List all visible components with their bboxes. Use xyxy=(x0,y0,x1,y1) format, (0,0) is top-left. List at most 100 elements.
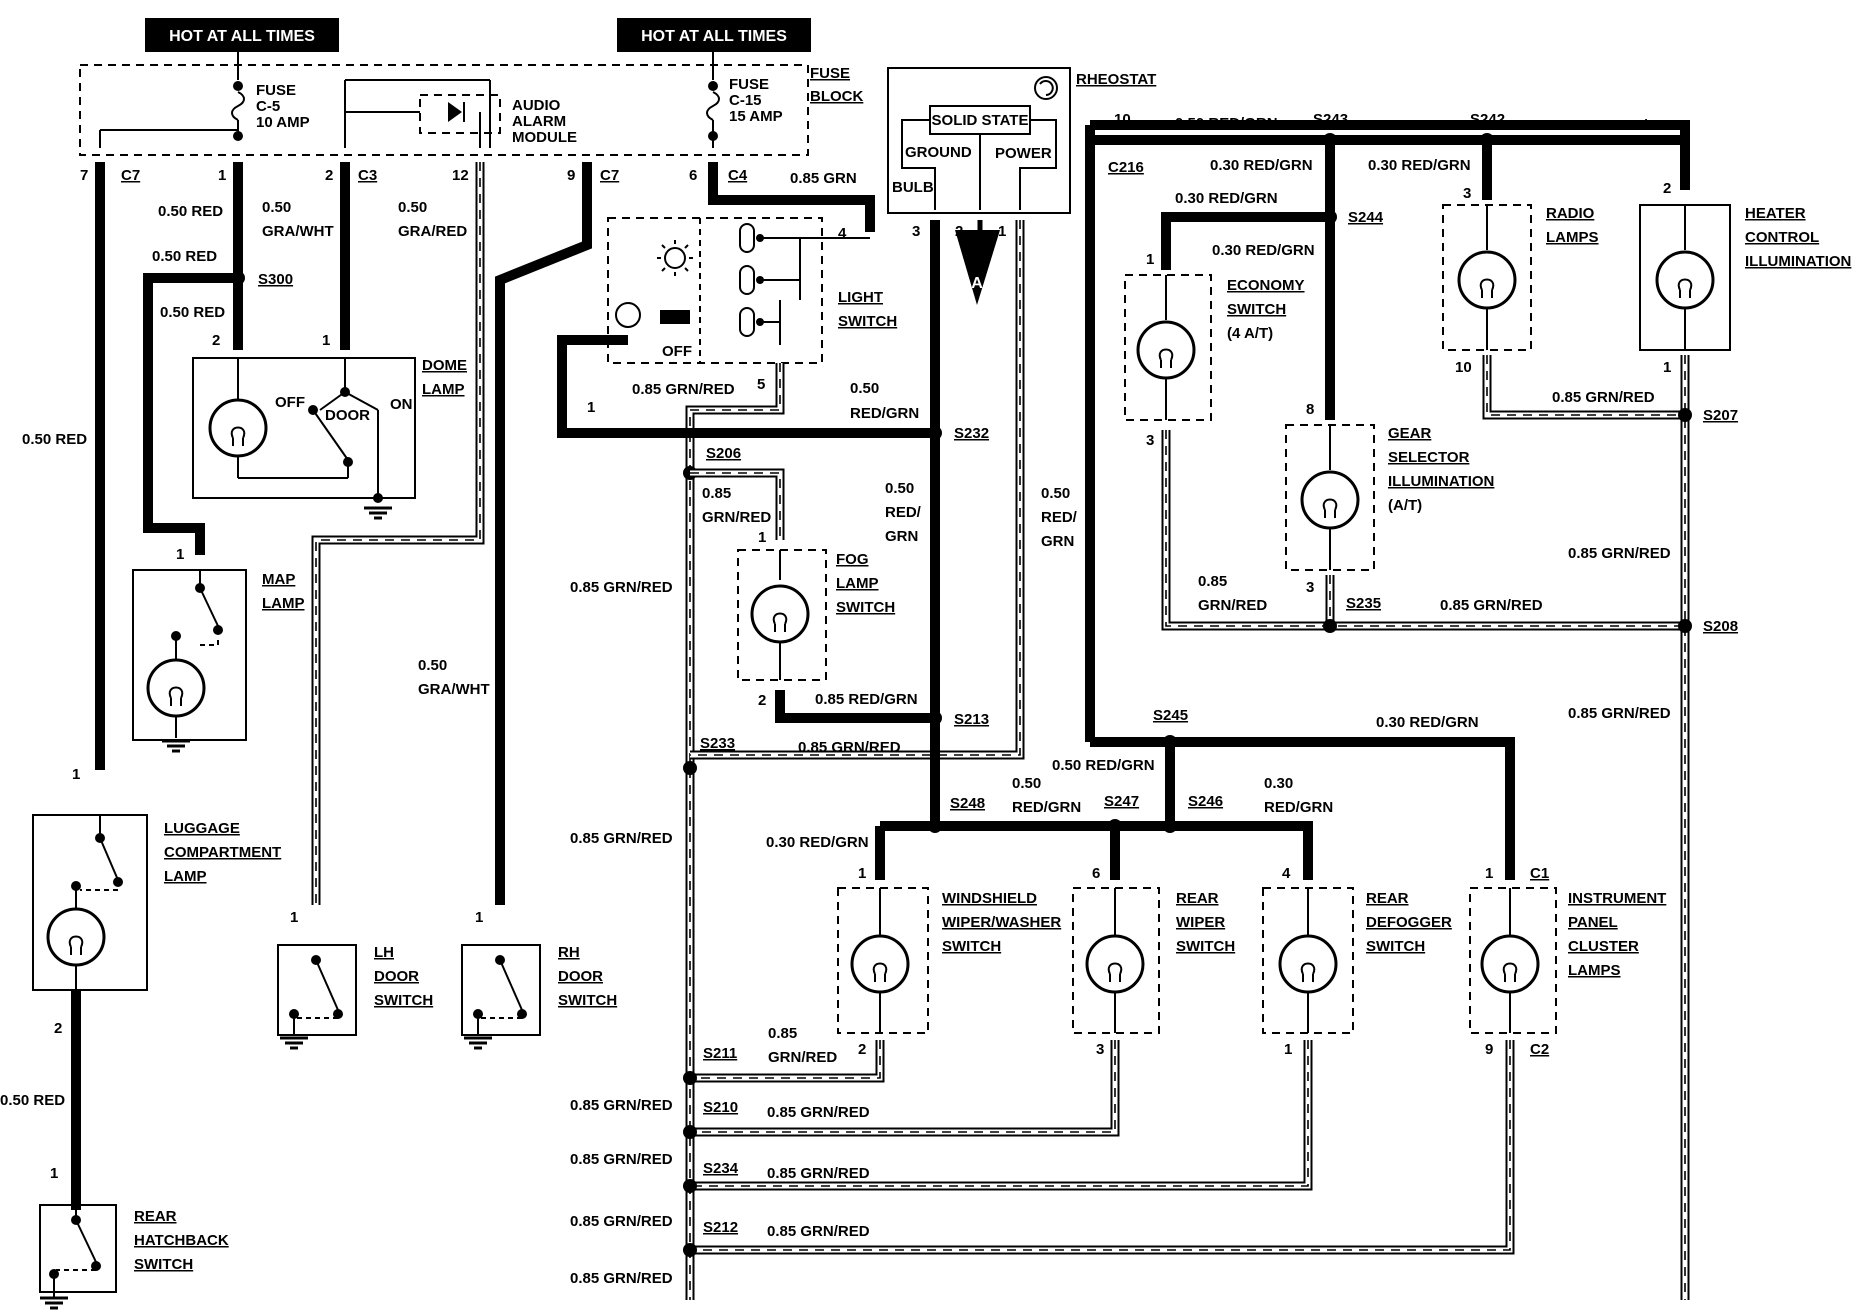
svg-text:0.50: 0.50 xyxy=(418,657,447,674)
svg-text:OFF: OFF xyxy=(275,394,305,411)
svg-text:REAR: REAR xyxy=(1176,890,1219,907)
splice-s248: S248 xyxy=(950,795,985,812)
svg-text:0.85 GRN/RED: 0.85 GRN/RED xyxy=(1568,705,1671,722)
svg-text:DOME: DOME xyxy=(422,357,467,374)
connector-c3: C3 xyxy=(358,167,377,184)
svg-text:10 AMP: 10 AMP xyxy=(256,114,310,131)
svg-text:LH: LH xyxy=(374,944,394,961)
instrument-panel-cluster-lamps: 1 C1 9 C2 INSTRUMENT PANEL CLUSTER LAMPS xyxy=(1469,865,1666,1058)
rear-defogger-switch: 4 1 REAR DEFOGGER SWITCH xyxy=(1262,865,1452,1058)
svg-text:INSTRUMENT: INSTRUMENT xyxy=(1568,890,1666,907)
splice-s244: S244 xyxy=(1348,209,1384,226)
svg-text:8: 8 xyxy=(1306,401,1314,418)
svg-text:0.50: 0.50 xyxy=(398,199,427,216)
fog-lamp-switch: 1 2 FOG LAMP SWITCH xyxy=(737,529,895,709)
hot-at-all-times-label-left: HOT AT ALL TIMES xyxy=(145,18,339,52)
svg-text:REAR: REAR xyxy=(1366,890,1409,907)
svg-text:0.50 RED/GRN: 0.50 RED/GRN xyxy=(1052,757,1155,774)
rh-door-switch: 1 RH DOOR SWITCH xyxy=(461,909,617,1050)
rear-hatchback-switch: 1 REAR HATCHBACK SWITCH xyxy=(38,1165,229,1310)
svg-text:MAP: MAP xyxy=(262,571,295,588)
svg-text:LAMP: LAMP xyxy=(164,868,207,885)
splice-s243: S243 xyxy=(1313,111,1348,128)
splice-s242: S242 xyxy=(1470,111,1505,128)
svg-text:GEAR: GEAR xyxy=(1388,425,1432,442)
svg-text:0.50 RED: 0.50 RED xyxy=(22,431,87,448)
svg-text:WIPER/WASHER: WIPER/WASHER xyxy=(942,914,1061,931)
svg-text:FUSE: FUSE xyxy=(256,82,296,99)
svg-text:SELECTOR: SELECTOR xyxy=(1388,449,1470,466)
svg-text:0.85 GRN/RED: 0.85 GRN/RED xyxy=(767,1104,870,1121)
svg-text:LAMPS: LAMPS xyxy=(1546,229,1599,246)
svg-text:ILLUMINATION: ILLUMINATION xyxy=(1388,473,1494,490)
svg-text:CLUSTER: CLUSTER xyxy=(1568,938,1639,955)
svg-text:COMPARTMENT: COMPARTMENT xyxy=(164,844,281,861)
svg-text:1: 1 xyxy=(1663,359,1671,376)
connector-c7-left: C7 xyxy=(121,167,140,184)
fuse-block-outline xyxy=(79,64,809,156)
svg-text:1: 1 xyxy=(758,529,766,546)
splice-s212: S212 xyxy=(703,1219,738,1236)
svg-text:OFF: OFF xyxy=(662,343,692,360)
splice-s213: S213 xyxy=(954,711,989,728)
svg-text:1: 1 xyxy=(322,332,330,349)
svg-text:WIPER: WIPER xyxy=(1176,914,1225,931)
svg-text:1: 1 xyxy=(1146,251,1154,268)
svg-text:1: 1 xyxy=(1485,865,1493,882)
splice-s234: S234 xyxy=(703,1160,739,1177)
svg-text:0.30 RED/GRN: 0.30 RED/GRN xyxy=(766,834,869,851)
svg-text:2: 2 xyxy=(325,167,333,184)
svg-text:0.85 GRN/RED: 0.85 GRN/RED xyxy=(632,381,735,398)
svg-text:A: A xyxy=(971,275,983,292)
splice-s245: S245 xyxy=(1153,707,1188,724)
connector-c1: C1 xyxy=(1530,865,1549,882)
connector-c7-right: C7 xyxy=(600,167,619,184)
svg-text:RADIO: RADIO xyxy=(1546,205,1595,222)
svg-text:3: 3 xyxy=(1463,185,1471,202)
svg-text:0.50 RED: 0.50 RED xyxy=(152,248,217,265)
svg-text:1: 1 xyxy=(72,766,80,783)
svg-text:0.50: 0.50 xyxy=(850,380,879,397)
svg-text:0.30: 0.30 xyxy=(1264,775,1293,792)
svg-text:ECONOMY: ECONOMY xyxy=(1227,277,1305,294)
svg-text:FUSE: FUSE xyxy=(729,76,769,93)
svg-text:2: 2 xyxy=(1663,180,1671,197)
svg-text:GRN: GRN xyxy=(885,528,918,545)
svg-text:GROUND: GROUND xyxy=(905,144,972,161)
svg-text:6: 6 xyxy=(689,167,697,184)
svg-text:0.85 GRN/RED: 0.85 GRN/RED xyxy=(570,1213,673,1230)
svg-text:1: 1 xyxy=(218,167,226,184)
svg-text:3: 3 xyxy=(1306,579,1314,596)
svg-text:0.50 RED/GRN: 0.50 RED/GRN xyxy=(1175,115,1278,132)
fuse-c5: FUSE C-5 10 AMP xyxy=(99,52,310,148)
svg-text:0.85: 0.85 xyxy=(768,1025,797,1042)
svg-text:9: 9 xyxy=(1485,1041,1493,1058)
svg-text:RHEOSTAT: RHEOSTAT xyxy=(1076,71,1156,88)
economy-switch: 1 3 ECONOMY SWITCH (4 A/T) xyxy=(1124,251,1305,449)
map-lamp: 1 MAP LAMP xyxy=(132,546,305,753)
svg-text:RH: RH xyxy=(558,944,580,961)
svg-text:0.85 GRN/RED: 0.85 GRN/RED xyxy=(570,830,673,847)
svg-text:SWITCH: SWITCH xyxy=(374,992,433,1009)
svg-text:0.50 RED: 0.50 RED xyxy=(0,1092,65,1109)
svg-text:RED/: RED/ xyxy=(1041,509,1078,526)
svg-text:SWITCH: SWITCH xyxy=(838,313,897,330)
svg-text:2: 2 xyxy=(858,1041,866,1058)
svg-text:0.50: 0.50 xyxy=(262,199,291,216)
svg-text:1: 1 xyxy=(1284,1041,1292,1058)
svg-text:1: 1 xyxy=(176,546,184,563)
connector-c4: C4 xyxy=(728,167,748,184)
audio-alarm-module: AUDIO ALARM MODULE xyxy=(344,79,577,148)
svg-text:(4 A/T): (4 A/T) xyxy=(1227,325,1273,342)
svg-text:PANEL: PANEL xyxy=(1568,914,1618,931)
svg-text:0.85 GRN/RED: 0.85 GRN/RED xyxy=(570,1270,673,1287)
svg-text:LAMP: LAMP xyxy=(422,381,465,398)
svg-text:3: 3 xyxy=(1096,1041,1104,1058)
rear-wiper-switch: 6 3 REAR WIPER SWITCH xyxy=(1072,865,1235,1058)
svg-text:(A/T): (A/T) xyxy=(1388,497,1422,514)
svg-text:0.50 RED/GRN: 0.50 RED/GRN xyxy=(1578,117,1681,134)
svg-text:0.50 RED: 0.50 RED xyxy=(158,203,223,220)
svg-text:0.85 GRN/RED: 0.85 GRN/RED xyxy=(570,579,673,596)
svg-text:2: 2 xyxy=(955,223,963,240)
